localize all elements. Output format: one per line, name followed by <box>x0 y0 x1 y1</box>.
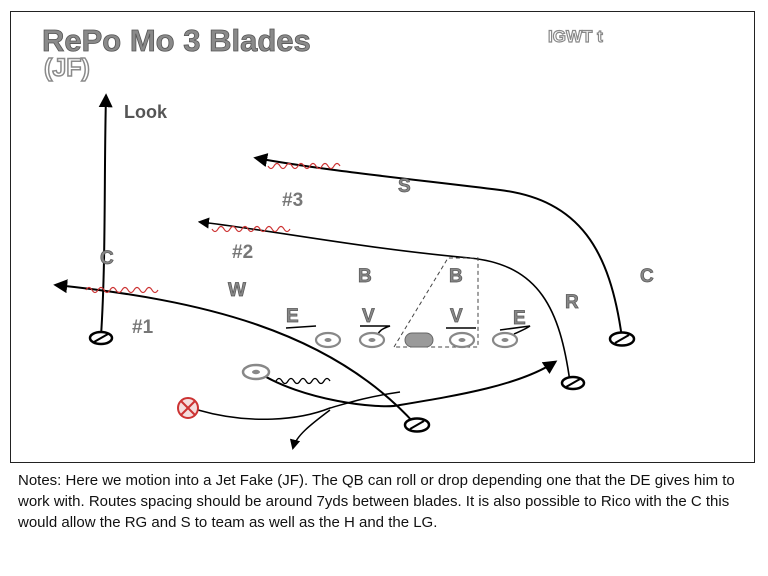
route-label-2: #2 <box>232 242 253 263</box>
motion-player <box>241 363 271 381</box>
offensive-line <box>314 331 519 349</box>
block-line-1 <box>285 325 317 329</box>
lineman-lt-dot <box>324 338 332 342</box>
play-title: RePo Mo 3 Blades <box>42 23 311 58</box>
defender-tackle-right: V <box>450 306 463 327</box>
lineman-rg-dot <box>458 338 466 342</box>
play-diagram: RePo Mo 3 Blades (JF) IGWT t Look #1 #2 … <box>42 23 654 451</box>
route-3-blade-squiggle <box>267 162 341 170</box>
receiver-far-right <box>608 331 636 347</box>
route-1-blade-squiggle <box>85 286 159 294</box>
block-line-4 <box>499 325 531 335</box>
qb-pocket-zone <box>393 257 479 348</box>
route-label-3: #3 <box>282 190 303 211</box>
lineman-lg-dot <box>368 338 376 342</box>
play-subtitle: (JF) <box>44 54 90 82</box>
route-2 <box>197 217 571 383</box>
defender-will: W <box>228 280 246 301</box>
block-line-2 <box>360 325 391 335</box>
play-tag: IGWT t <box>548 27 603 46</box>
fake-route <box>197 391 401 421</box>
defender-end-left: E <box>286 306 299 327</box>
defender-backer-right: B <box>449 266 463 287</box>
back-route <box>289 409 331 451</box>
defender-safety: S <box>398 176 411 197</box>
receiver-slot-right <box>560 375 586 391</box>
motion-route <box>257 360 558 408</box>
defender-corner-right: C <box>640 266 654 287</box>
route-3 <box>253 153 623 339</box>
defender-rover: R <box>565 292 579 313</box>
motion-squiggle <box>275 377 331 385</box>
route-2-blade-squiggle <box>211 225 291 233</box>
lineman-rt-dot <box>501 338 509 342</box>
fake-back-player <box>177 397 199 419</box>
center-snap <box>404 332 434 348</box>
defender-end-right: E <box>513 308 526 329</box>
play-diagram-frame <box>10 11 755 463</box>
defender-corner-left: C <box>100 248 114 269</box>
look-label: Look <box>124 102 168 122</box>
route-label-1: #1 <box>132 317 154 338</box>
receiver-far-left <box>88 330 114 346</box>
route-1 <box>53 279 416 425</box>
defender-backer-left: B <box>358 266 372 287</box>
play-notes: Notes: Here we motion into a Jet Fake (J… <box>18 472 735 531</box>
defender-tackle-left: V <box>362 306 375 327</box>
route-look <box>98 93 113 337</box>
receiver-slot-left <box>403 417 431 433</box>
